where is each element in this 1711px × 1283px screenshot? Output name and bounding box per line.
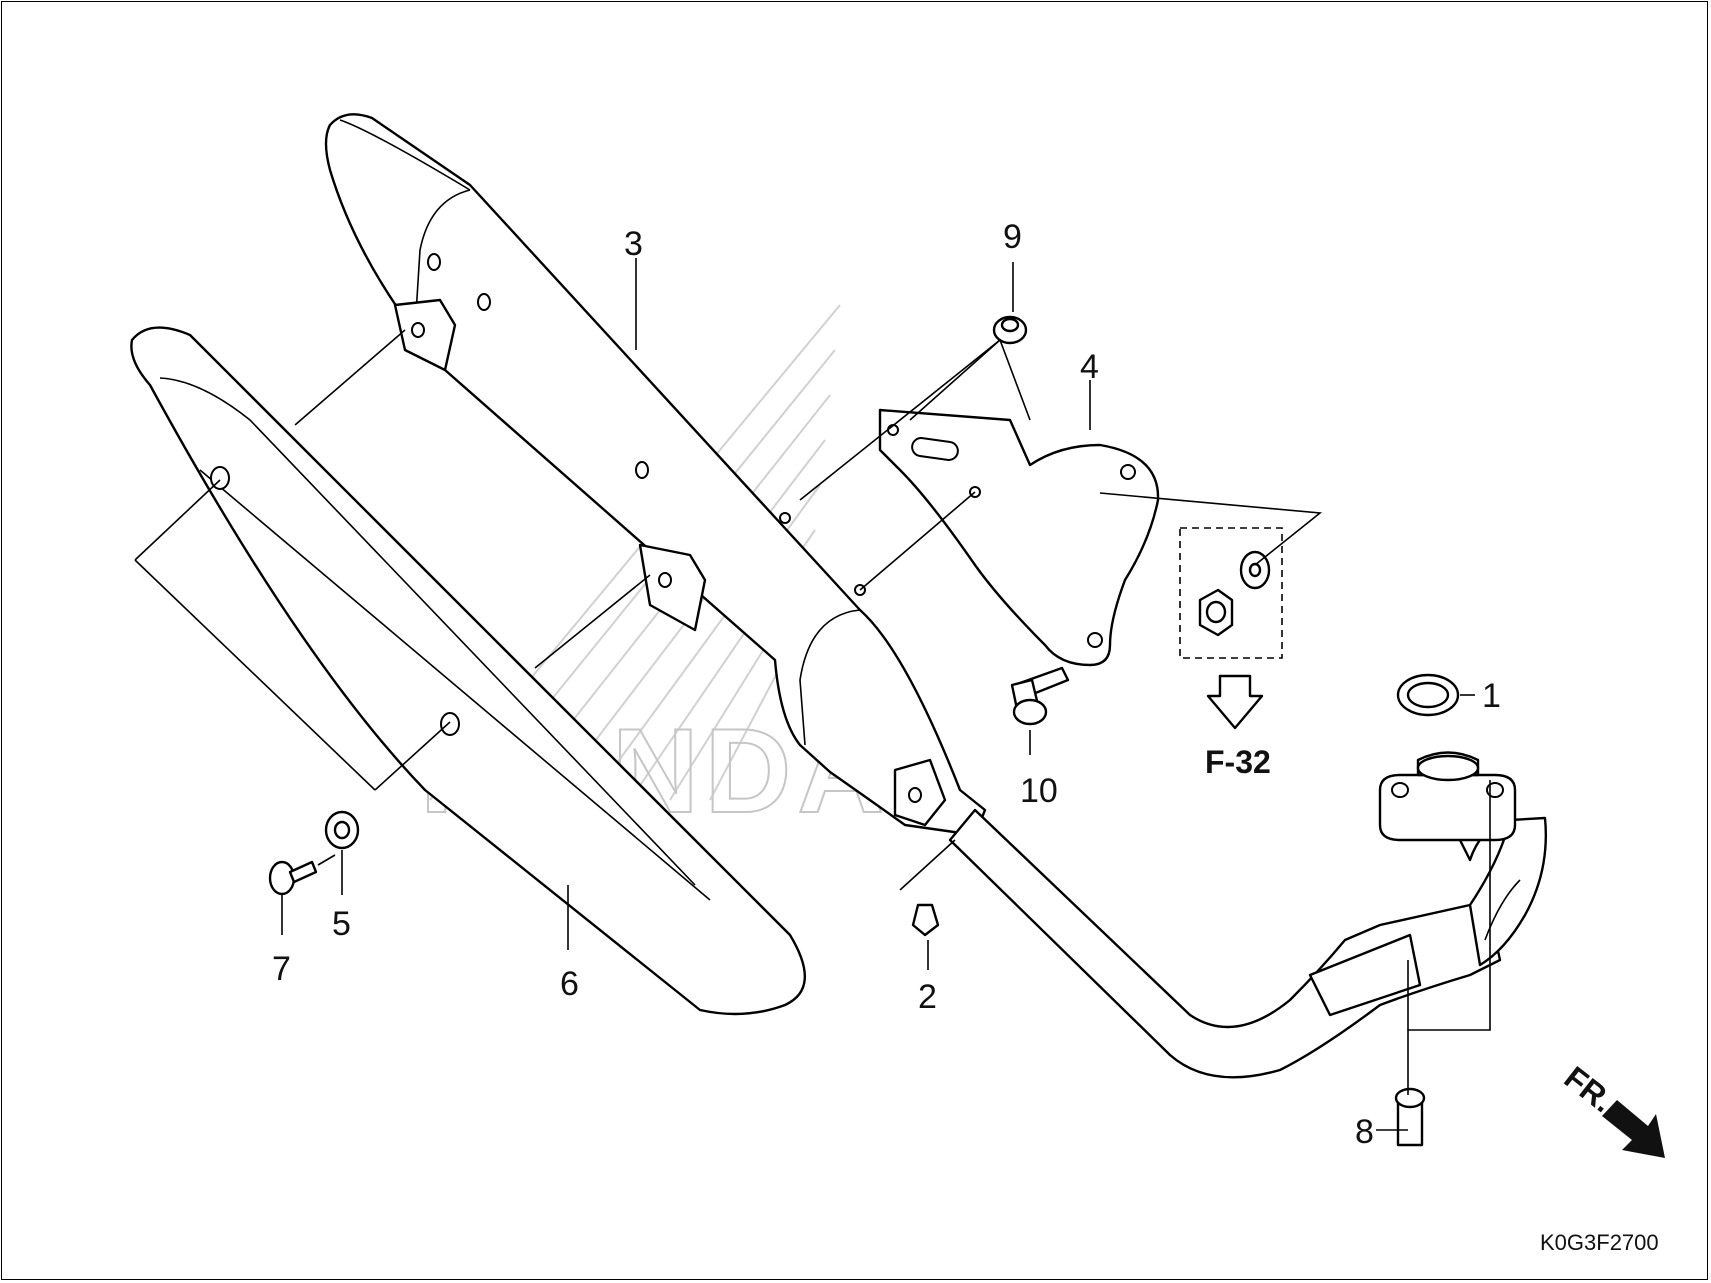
muffler-protector[interactable] <box>130 326 806 1016</box>
callout-4[interactable]: 4 <box>1080 348 1099 386</box>
callout-8[interactable]: 8 <box>1355 1113 1374 1151</box>
callout-5[interactable]: 5 <box>332 905 351 943</box>
callout-9[interactable]: 9 <box>1003 218 1022 256</box>
exhaust-gasket[interactable] <box>1396 673 1460 717</box>
clamp-nut[interactable] <box>911 903 940 937</box>
leader-lines <box>134 258 1491 1131</box>
exhaust-flange[interactable] <box>1378 751 1517 842</box>
protector-screw[interactable] <box>268 860 318 896</box>
callout-6[interactable]: 6 <box>560 965 579 1003</box>
callout-10[interactable]: 10 <box>1020 772 1058 810</box>
reference-box <box>1179 527 1283 659</box>
front-arrow-icon <box>1602 1100 1665 1158</box>
stay-bolt[interactable] <box>1010 666 1070 726</box>
callout-1[interactable]: 1 <box>1482 677 1501 715</box>
protector-collar[interactable] <box>324 810 360 850</box>
figure-code: K0G3F2700 <box>1540 1230 1659 1255</box>
callouts: 1 2 3 4 5 6 7 8 9 10 <box>272 218 1501 1151</box>
reference-arrow[interactable]: F-32 <box>1205 674 1271 780</box>
callout-7[interactable]: 7 <box>272 950 291 988</box>
reference-label[interactable]: F-32 <box>1205 744 1271 780</box>
stay-nut[interactable] <box>992 315 1028 345</box>
callout-2[interactable]: 2 <box>918 978 937 1016</box>
front-direction-marker: FR. <box>1558 1059 1665 1158</box>
callout-3[interactable]: 3 <box>624 225 643 263</box>
muffler-stay[interactable] <box>878 408 1160 667</box>
exhaust-pipe[interactable] <box>893 758 1548 1079</box>
muffler[interactable] <box>324 113 987 837</box>
flange-nut[interactable] <box>1394 1087 1426 1147</box>
